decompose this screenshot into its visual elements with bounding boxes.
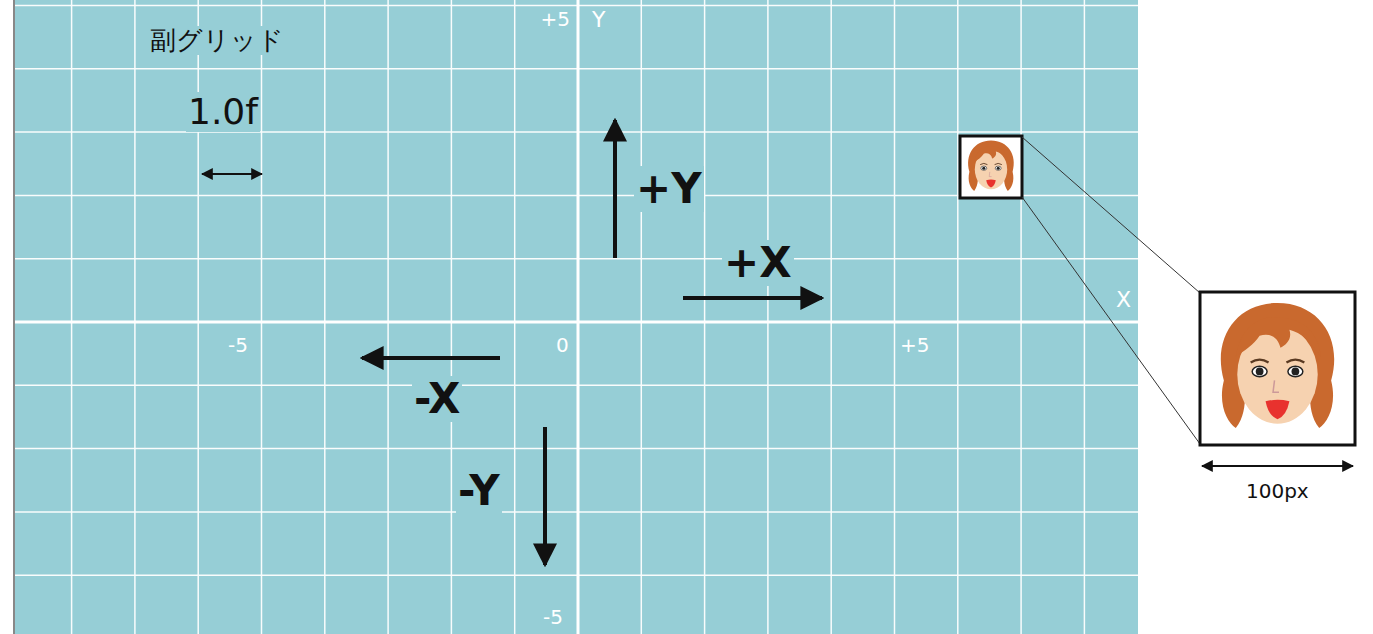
axis-name: Y [590,8,607,32]
direction-label: +X [722,240,794,286]
grid-unit: 1.0f [186,92,260,132]
axis-tick: -5 [226,334,250,356]
direction-label: -X [412,376,462,422]
axis-name: X [1114,288,1133,312]
direction-label: -Y [456,468,502,514]
axis-tick: 0 [554,334,571,356]
grid-caption: 副グリッド [148,26,286,55]
axis-tick: -5 [541,606,565,628]
dimension-label: 100px [1244,480,1311,502]
axis-tick: +5 [898,334,931,356]
axis-tick: +5 [539,8,572,30]
direction-label: +Y [634,166,704,212]
